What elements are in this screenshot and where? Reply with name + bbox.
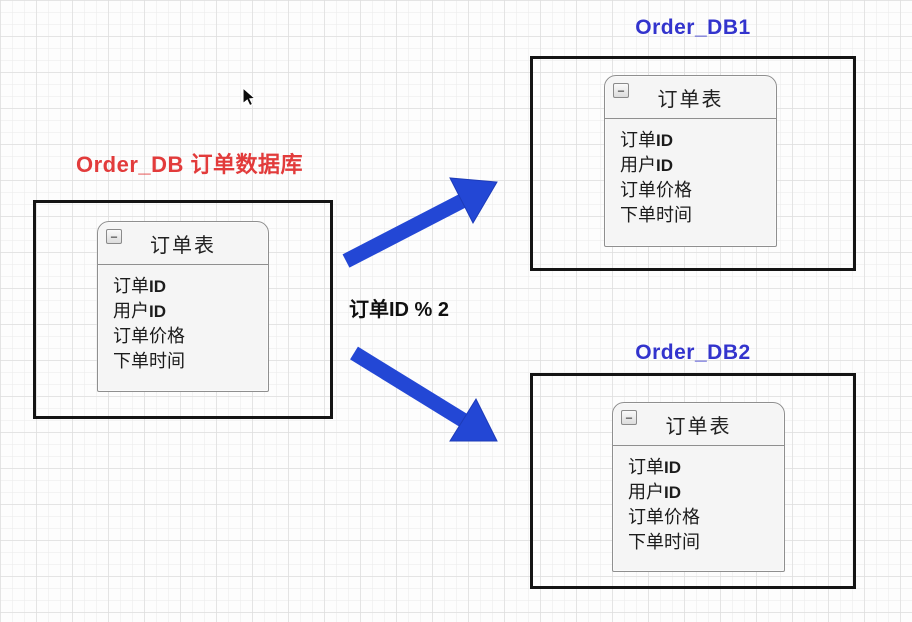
shard-rule-label-zh: 订单 xyxy=(349,297,389,321)
table-field: 用户ID xyxy=(628,482,681,503)
table-title: 订单表 xyxy=(665,413,732,438)
table-card-header: − 订单表 xyxy=(605,76,776,119)
table-title: 订单表 xyxy=(657,86,724,111)
table-card-header: − 订单表 xyxy=(613,403,784,446)
arrow-to-shard1 xyxy=(342,177,498,268)
shard2-db-heading: Order_DB2 xyxy=(635,341,751,364)
shard1-db-heading: Order_DB1 xyxy=(635,16,751,39)
table-card-header: − 订单表 xyxy=(98,222,268,265)
shard1-order-table-card: − 订单表 订单ID 用户ID 订单价格 下单时间 xyxy=(604,75,777,247)
table-field: 用户ID xyxy=(113,301,166,322)
table-field: 订单ID xyxy=(628,457,681,478)
collapse-icon[interactable]: − xyxy=(106,229,122,244)
table-field: 下单时间 xyxy=(628,532,700,553)
mouse-cursor-icon xyxy=(242,88,257,107)
arrow-to-shard2 xyxy=(350,346,498,442)
table-field-list: 订单ID 用户ID 订单价格 下单时间 xyxy=(98,265,268,374)
collapse-icon[interactable]: − xyxy=(621,410,637,425)
shard-rule-label: 订单ID % 2 xyxy=(349,293,449,322)
source-order-table-card: − 订单表 订单ID 用户ID 订单价格 下单时间 xyxy=(97,221,269,392)
table-field: 订单ID xyxy=(113,276,166,297)
source-db-heading: Order_DB 订单数据库 xyxy=(76,152,304,177)
table-field: 订单价格 xyxy=(113,326,185,347)
table-field-list: 订单ID 用户ID 订单价格 下单时间 xyxy=(613,446,784,555)
shard1-db-box xyxy=(530,56,856,271)
table-field: 订单价格 xyxy=(620,180,692,201)
table-field: 下单时间 xyxy=(113,351,185,372)
shard2-db-box xyxy=(530,373,856,589)
shard-rule-label-latin: ID % 2 xyxy=(389,299,450,321)
source-db-box xyxy=(33,200,333,419)
table-field: 订单ID xyxy=(620,130,673,151)
collapse-icon[interactable]: − xyxy=(613,83,629,98)
table-field: 用户ID xyxy=(620,155,673,176)
table-field: 下单时间 xyxy=(620,205,692,226)
table-field: 订单价格 xyxy=(628,507,700,528)
shard2-order-table-card: − 订单表 订单ID 用户ID 订单价格 下单时间 xyxy=(612,402,785,572)
table-title: 订单表 xyxy=(150,232,216,257)
table-field-list: 订单ID 用户ID 订单价格 下单时间 xyxy=(605,119,776,228)
